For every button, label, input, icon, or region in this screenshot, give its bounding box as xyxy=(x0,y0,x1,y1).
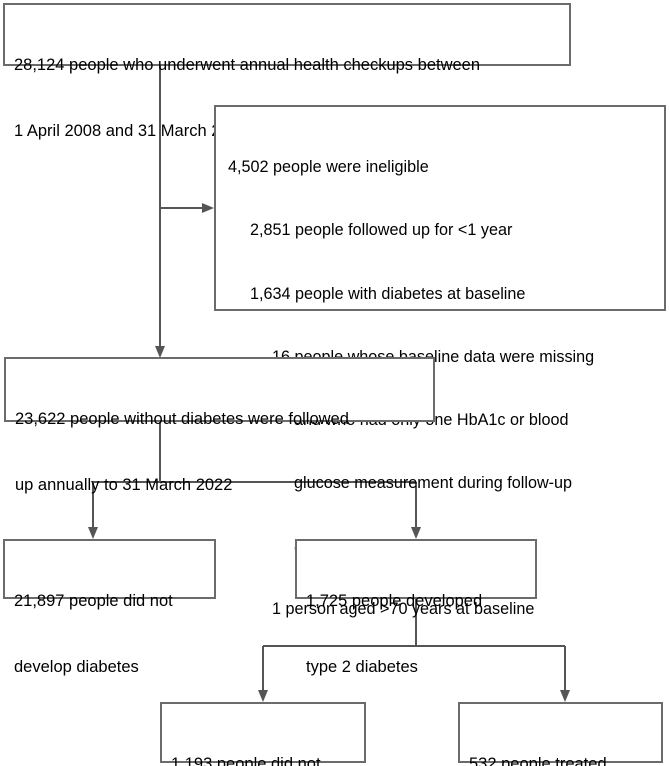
node-did-not-treat-at-clinic: 1,193 people did not treat at a clinic xyxy=(160,702,366,766)
followed-line-2: up annually to 31 March 2022 xyxy=(15,475,233,494)
developed-t2d-line-2: type 2 diabetes xyxy=(306,657,418,676)
ineligible-line-8: 1 person aged >70 years at baseline xyxy=(272,600,535,619)
not-treated-line-1: 1,193 people did not xyxy=(171,754,321,766)
arrowhead-not-treated xyxy=(258,690,268,702)
screened-line-1: 28,124 people who underwent annual healt… xyxy=(14,55,481,74)
node-ineligible: 4,502 people were ineligible 2,851 peopl… xyxy=(214,105,666,618)
ineligible-line-1: 4,502 people were ineligible xyxy=(228,158,429,177)
arrowhead-treated xyxy=(560,690,570,702)
node-followed-up: 23,622 people without diabetes were foll… xyxy=(4,357,435,494)
arrowhead-ineligible xyxy=(202,203,214,213)
ineligible-line-2: 2,851 people followed up for <1 year xyxy=(250,221,513,240)
node-did-not-develop-diabetes: 21,897 people did not develop diabetes xyxy=(3,539,216,676)
node-treated-at-clinic: 532 people treated at a clinic xyxy=(458,702,663,766)
no-diabetes-line-2: develop diabetes xyxy=(14,657,139,676)
node-screened-for-eligibility: 28,124 people who underwent annual healt… xyxy=(3,3,571,140)
ineligible-line-3: 1,634 people with diabetes at baseline xyxy=(250,284,526,303)
treated-line-1: 532 people treated xyxy=(469,754,607,766)
followed-line-1: 23,622 people without diabetes were foll… xyxy=(15,409,349,428)
developed-t2d-line-1: 1,725 people developed xyxy=(306,591,483,610)
no-diabetes-line-1: 21,897 people did not xyxy=(14,591,173,610)
node-developed-type-2-diabetes: 1,725 people developed type 2 diabetes xyxy=(295,539,537,676)
ineligible-line-6: glucose measurement during follow-up xyxy=(294,474,573,493)
